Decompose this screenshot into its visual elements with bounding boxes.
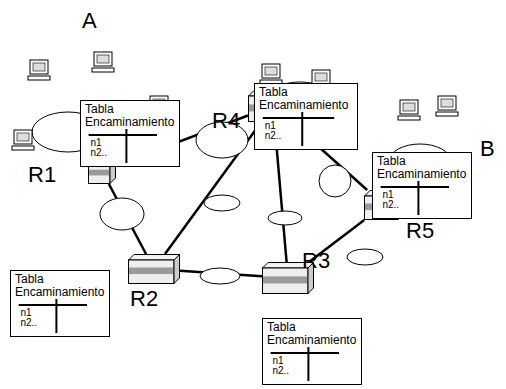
table-entry: n2.. (265, 131, 282, 141)
table-grid: n1n2.. (85, 129, 175, 163)
host-computer (265, 67, 277, 75)
table-entry: n2.. (90, 148, 107, 158)
routing-table: Tabla Encaminamienton1n2.. (262, 318, 362, 385)
table-entry: n1 (20, 308, 31, 318)
router-icon (128, 254, 180, 284)
table-title: Tabla Encaminamiento (377, 155, 467, 180)
table-entry: n1 (272, 356, 283, 366)
table-title: Tabla Encaminamiento (85, 103, 175, 128)
table-entry: n1 (90, 138, 101, 148)
table-grid: n1n2.. (259, 112, 353, 146)
network-oval (268, 211, 302, 225)
router-label: R1 (28, 164, 56, 186)
table-entry: n2.. (272, 366, 289, 376)
network-circle (319, 165, 351, 197)
host-computer (315, 73, 327, 81)
host-computer (30, 60, 48, 74)
host-computer (17, 133, 29, 141)
host-computer (33, 63, 45, 71)
network-oval (347, 249, 383, 265)
routing-table: Tabla Encaminamienton1n2.. (10, 270, 110, 337)
host-computer (398, 116, 420, 120)
host-group (12, 52, 458, 150)
host-computer (92, 68, 114, 72)
network-oval (200, 268, 240, 284)
routing-table: Tabla Encaminamienton1n2.. (372, 152, 472, 219)
table-entry: n2.. (382, 200, 399, 210)
host-computer (12, 146, 34, 150)
host-computer (312, 70, 330, 84)
table-entry: n2.. (20, 318, 37, 328)
table-title: Tabla Encaminamiento (15, 273, 105, 298)
host-label: B (480, 138, 495, 160)
host-computer (403, 103, 415, 111)
host-computer (400, 100, 418, 114)
host-label: A (82, 10, 97, 32)
table-grid: n1n2.. (15, 299, 105, 333)
host-computer (436, 112, 458, 116)
router-label: R5 (406, 220, 434, 242)
host-computer (262, 64, 280, 78)
router-label: R4 (212, 110, 240, 132)
network-oval (100, 198, 144, 230)
table-entry: n1 (265, 121, 276, 131)
table-grid: n1n2.. (377, 181, 467, 215)
router: R2 (128, 254, 180, 284)
host-computer (94, 52, 112, 66)
host-computer (28, 76, 50, 80)
router: R3 (262, 262, 314, 294)
table-grid: n1n2.. (267, 347, 357, 381)
table-entry: n1 (382, 190, 393, 200)
table-title: Tabla Encaminamiento (259, 86, 353, 111)
host-computer (14, 130, 32, 144)
table-title: Tabla Encaminamiento (267, 321, 357, 346)
host-computer (441, 99, 453, 107)
network-oval (204, 195, 240, 211)
host-computer (97, 55, 109, 63)
host-computer (438, 96, 456, 110)
router-label: R2 (130, 288, 158, 310)
router-label: R3 (302, 250, 330, 272)
routing-table: Tabla Encaminamienton1n2.. (254, 83, 358, 150)
routing-table: Tabla Encaminamienton1n2.. (80, 100, 180, 167)
